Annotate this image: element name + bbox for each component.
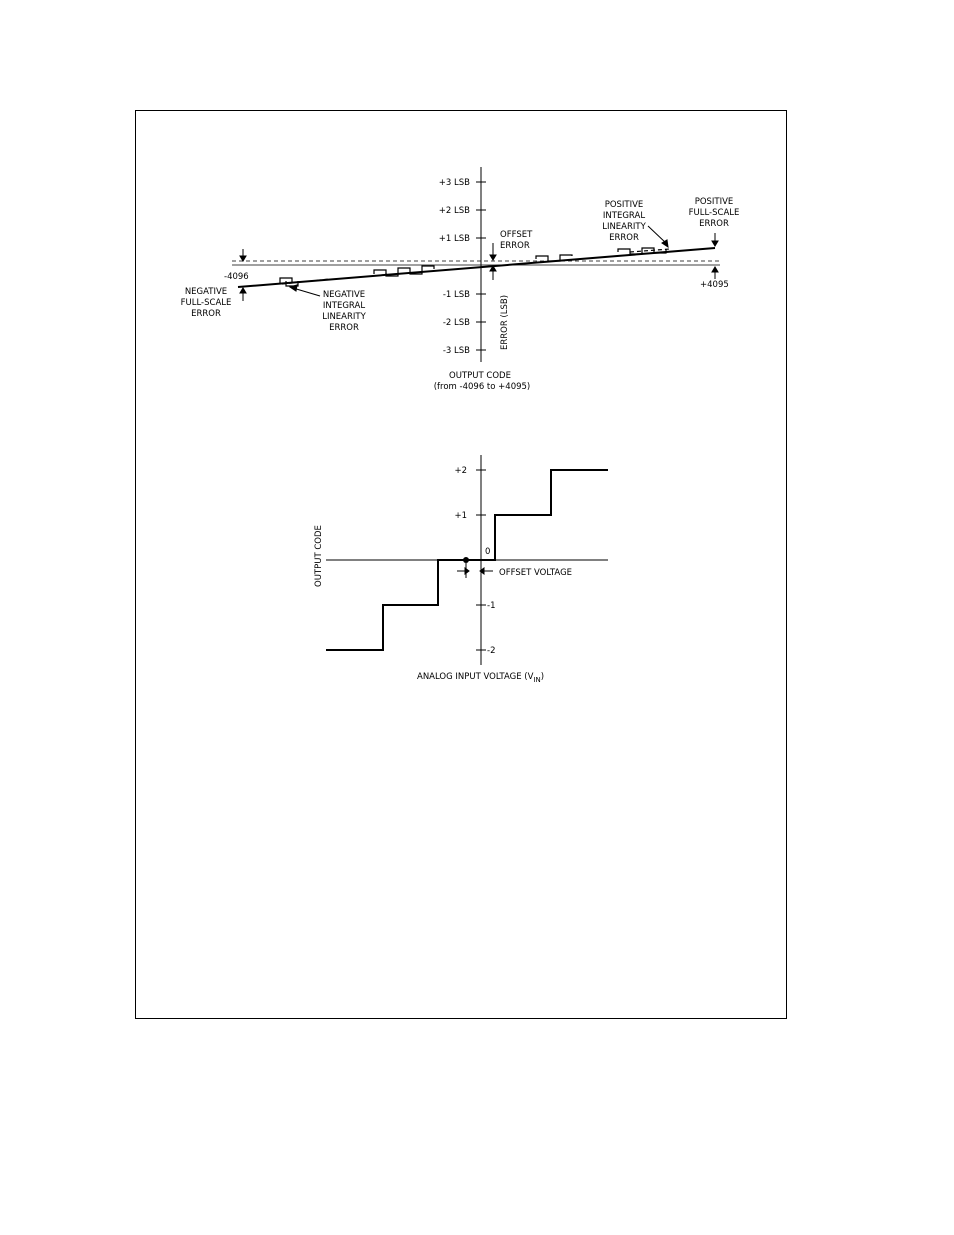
fig1-neg-fullscale-label: FULL-SCALE [181, 298, 232, 308]
fig1-tick-label: +2 LSB [439, 206, 470, 216]
fig2-tick-label: +1 [454, 511, 467, 521]
fig2-tick-label: -1 [487, 601, 495, 611]
fig1-x-axis-subtitle: (from -4096 to +4095) [434, 382, 531, 392]
fig1-actual-transfer-line [237, 247, 716, 288]
fig1-tick-label: -1 LSB [443, 290, 470, 300]
fig1-negative-reference-line [281, 278, 331, 285]
page-frame [135, 110, 787, 1019]
fig1-x-axis-title: OUTPUT CODE [449, 371, 511, 381]
fig1-right-arrows [711, 233, 719, 279]
fig1-neg-integral-label: ERROR [329, 323, 359, 333]
fig1-neg-integral-label: LINEARITY [322, 312, 366, 322]
fig1-right-code: +4095 [700, 280, 729, 290]
fig1-left-error-arrows [239, 249, 247, 301]
fig2-x-axis-label: ANALOG INPUT VOLTAGE (VIN) [417, 672, 544, 684]
fig1-y-ticks [476, 181, 486, 351]
linearity-error-diagram: +3 LSB +2 LSB +1 LSB -1 LSB -2 LSB -3 LS… [181, 167, 740, 392]
fig1-neg-fullscale-label: ERROR [191, 309, 221, 319]
fig1-negative-steps [279, 265, 435, 287]
fig2-offset-label: OFFSET VOLTAGE [499, 568, 572, 578]
offset-voltage-diagram: +2 +1 0 -1 -2 OFFSET VOLTAGE OUTPUT CODE… [314, 455, 608, 684]
fig1-pos-integral-label: LINEARITY [602, 222, 646, 232]
fig1-neg-integral-label: INTEGRAL [323, 301, 365, 311]
fig2-offset-arrows [457, 563, 493, 578]
fig1-tick-label: +1 LSB [439, 234, 470, 244]
fig1-neg-integral-label: NEGATIVE [323, 290, 365, 300]
fig2-y-ticks [476, 469, 486, 651]
fig1-pos-fullscale-label: ERROR [699, 219, 729, 229]
fig1-pos-integral-label: ERROR [609, 233, 639, 243]
fig1-pos-integral-label: POSITIVE [605, 200, 644, 210]
fig1-offset-arrows [489, 243, 497, 280]
fig1-tick-label: -3 LSB [443, 346, 470, 356]
fig1-pos-fullscale-label: FULL-SCALE [689, 208, 740, 218]
fig1-pos-integral-label: INTEGRAL [603, 211, 645, 221]
fig1-offset-label: OFFSET [500, 230, 533, 240]
fig2-tick-label: +2 [454, 466, 467, 476]
fig1-tick-label: -2 LSB [443, 318, 470, 328]
fig2-y-axis-label: OUTPUT CODE [314, 525, 324, 587]
fig1-pos-fullscale-label: POSITIVE [695, 197, 734, 207]
fig1-positive-steps [535, 247, 671, 262]
fig1-offset-label: ERROR [500, 241, 530, 251]
fig2-offset-point [463, 557, 469, 563]
fig1-tick-label: +3 LSB [439, 178, 470, 188]
fig2-tick-label: 0 [485, 547, 490, 557]
fig1-left-code: -4096 [224, 272, 249, 282]
fig2-tick-label: -2 [487, 646, 495, 656]
fig1-neg-fullscale-label: NEGATIVE [185, 287, 227, 297]
fig1-pos-integral-pointer [647, 225, 669, 249]
fig1-neg-integral-pointer [288, 284, 321, 297]
fig1-y-axis-label: ERROR (LSB) [500, 295, 510, 350]
